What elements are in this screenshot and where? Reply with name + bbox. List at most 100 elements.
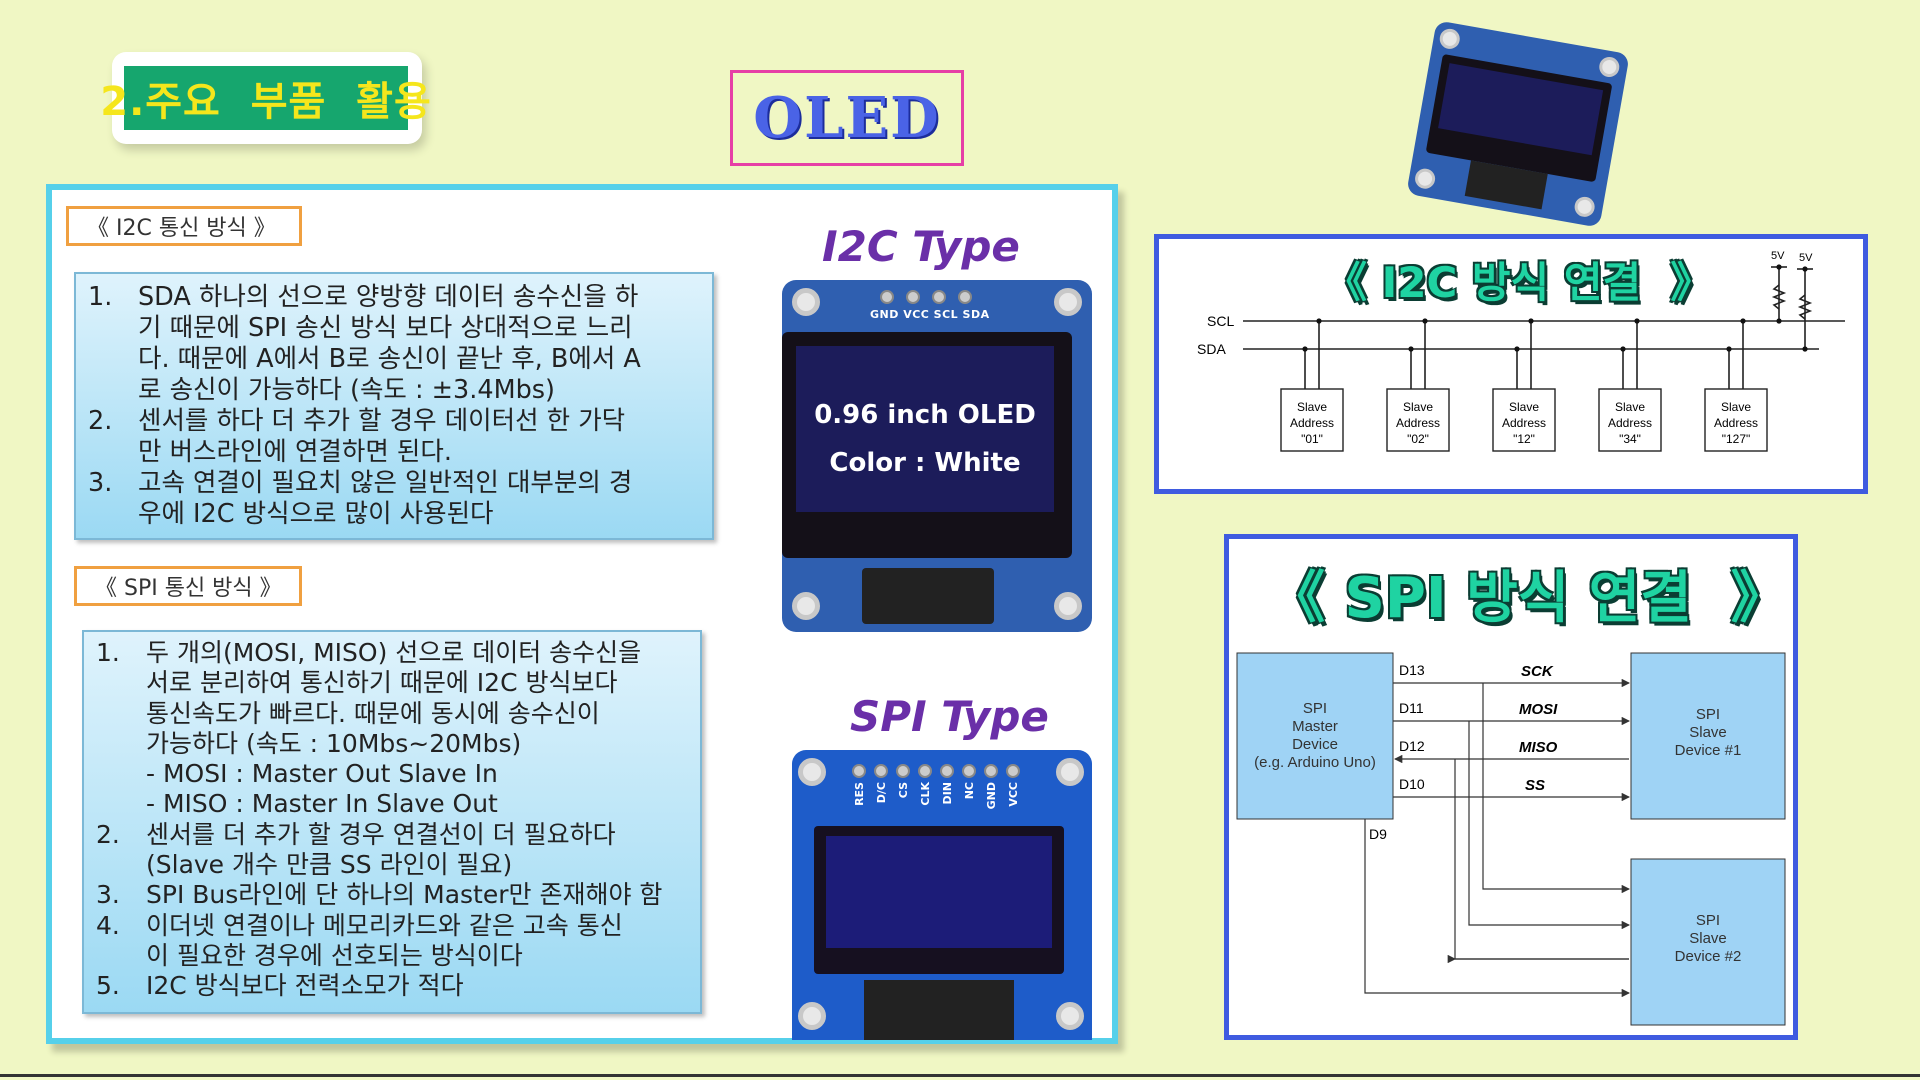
oled-screen-text-2: Color : White — [829, 448, 1021, 478]
mount-hole — [792, 592, 820, 620]
oled-module-photo — [1406, 20, 1630, 228]
slave-label: Slave — [1721, 400, 1751, 414]
vcc-node — [1776, 264, 1782, 270]
spi-pin-label: VCC — [1007, 782, 1020, 807]
spi-slave1-box — [1630, 652, 1786, 820]
mount-hole — [1573, 195, 1597, 219]
list-item-line: SDA 하나의 선으로 양방향 데이터 송수신을 하 — [138, 282, 639, 312]
mount-hole — [1054, 288, 1082, 316]
spi-slave1-label: Device #1 — [1675, 742, 1742, 759]
mount-hole — [798, 1002, 826, 1030]
pin — [874, 764, 888, 778]
slave-label: Slave — [1615, 400, 1645, 414]
pin — [984, 764, 998, 778]
pin — [932, 290, 946, 304]
pin — [962, 764, 976, 778]
spi-diagram-title: 《 SPI 방식 연결 》 — [1269, 566, 1787, 631]
list-item-line: 다. 때문에 A에서 B로 송신이 끝난 후, B에서 A — [138, 344, 641, 374]
list-item-line: 센서를 더 추가 할 경우 연결선이 더 필요하다 — [146, 819, 616, 849]
spi-master-box — [1236, 652, 1394, 820]
list-item-line: 통신속도가 빠르다. 때문에 동시에 송수신이 — [146, 698, 600, 728]
list-item-line: 센서를 하다 더 추가 할 경우 데이터선 한 가닥 — [138, 406, 626, 436]
mount-hole — [1056, 758, 1084, 786]
i2c-bus-svg: SCL SDA 5V 5V SlaveAddress"01"SlaveAddre… — [1197, 250, 1845, 452]
bus-junction — [1408, 346, 1414, 352]
list-item-number: 4. — [96, 910, 120, 940]
mount-hole — [1413, 167, 1437, 191]
scl-label: SCL — [1207, 313, 1234, 329]
list-item-line: (Slave 개수 만큼 SS 라인이 필요) — [146, 850, 513, 880]
list-item: 3.SPI Bus라인에 단 하나의 Master만 존재해야 함 — [84, 880, 700, 910]
bus-junction — [1316, 318, 1322, 324]
ribbon-cable — [862, 568, 994, 624]
i2c-tag: 《 I2C 통신 방식 》 — [66, 206, 302, 246]
slave-box — [1386, 388, 1450, 452]
list-item-number: 2. — [88, 406, 113, 436]
slave-label: "127" — [1722, 432, 1751, 446]
spi-master-label: SPI — [1303, 700, 1327, 717]
mount-hole — [1054, 592, 1082, 620]
pin — [896, 764, 910, 778]
bus-junction — [1802, 346, 1808, 352]
signal-ss: SS — [1525, 777, 1545, 794]
oled-screen — [826, 836, 1052, 948]
list-item-number: 3. — [88, 468, 113, 498]
list-item-number: 1. — [88, 282, 113, 312]
list-item-line: 두 개의(MOSI, MISO) 선으로 데이터 송수신을 — [146, 638, 642, 667]
slave-box — [1704, 388, 1768, 452]
bus-junction — [1776, 318, 1782, 324]
pin-label-d9: D9 — [1369, 826, 1387, 842]
i2c-diagram-title: 《 I2C 방식 연결 》 — [1325, 258, 1713, 307]
vcc-label-2: 5V — [1799, 252, 1813, 264]
spi-tag: 《 SPI 통신 방식 》 — [74, 566, 302, 606]
signal-sck: SCK — [1521, 663, 1554, 680]
pin-label-d11: D11 — [1399, 700, 1424, 716]
list-item-line: I2C 방식보다 전력소모가 적다 — [146, 971, 464, 1001]
sda-label: SDA — [1197, 341, 1226, 357]
i2c-oled-module-image: GND VCC SCL SDA 0.96 inch OLED Color : W… — [782, 280, 1092, 632]
slave-label: Slave — [1297, 400, 1327, 414]
i2c-pin-labels: GND VCC SCL SDA — [870, 308, 990, 321]
slave-box — [1598, 388, 1662, 452]
list-item-line: 기 때문에 SPI 송신 방식 보다 상대적으로 느리 — [138, 313, 633, 343]
spi-slave1-label: SPI — [1696, 706, 1720, 723]
content-panel: 《 I2C 통신 방식 》 1. SDA 하나의 선으로 양방향 데이터 송수신을… — [46, 184, 1118, 1044]
slave-label: Slave — [1403, 400, 1433, 414]
list-item-line: SPI Bus라인에 단 하나의 Master만 존재해야 함 — [146, 880, 663, 910]
list-item-line: 로 송신이 가능하다 (속도 : ±3.4Mbs) — [138, 375, 556, 405]
bus-junction — [1514, 346, 1520, 352]
pin — [958, 290, 972, 304]
list-item-number: 5. — [96, 971, 120, 1001]
bus-junction — [1528, 318, 1534, 324]
section-title: 2.주요 부품 활용 — [100, 66, 431, 130]
spi-master-label: Master — [1292, 718, 1338, 735]
spi-pin-label: CS — [897, 782, 910, 799]
spi-slave1-label: Slave — [1689, 724, 1727, 741]
i2c-type-title: I2C Type — [822, 222, 1020, 271]
spi-slave2-label: SPI — [1696, 912, 1720, 929]
spi-pin-label: RES — [853, 782, 866, 806]
slave-label: Address — [1714, 416, 1758, 430]
pin — [880, 290, 894, 304]
signal-miso: MISO — [1519, 739, 1558, 756]
list-item-line: 고속 연결이 필요치 않은 일반적인 대부분의 경 — [138, 468, 633, 498]
oled-glass — [814, 826, 1064, 974]
pin — [906, 290, 920, 304]
slave-label: "02" — [1407, 432, 1429, 446]
section-title-badge: 2.주요 부품 활용 — [100, 52, 431, 144]
spi-pin-label: CLK — [919, 782, 932, 806]
pin — [1006, 764, 1020, 778]
spi-slave2-box — [1630, 858, 1786, 1026]
slave-box — [1492, 388, 1556, 452]
list-item-line: 우에 I2C 방식으로 많이 사용된다 — [138, 499, 494, 529]
bus-junction — [1302, 346, 1308, 352]
bus-junction — [1422, 318, 1428, 324]
